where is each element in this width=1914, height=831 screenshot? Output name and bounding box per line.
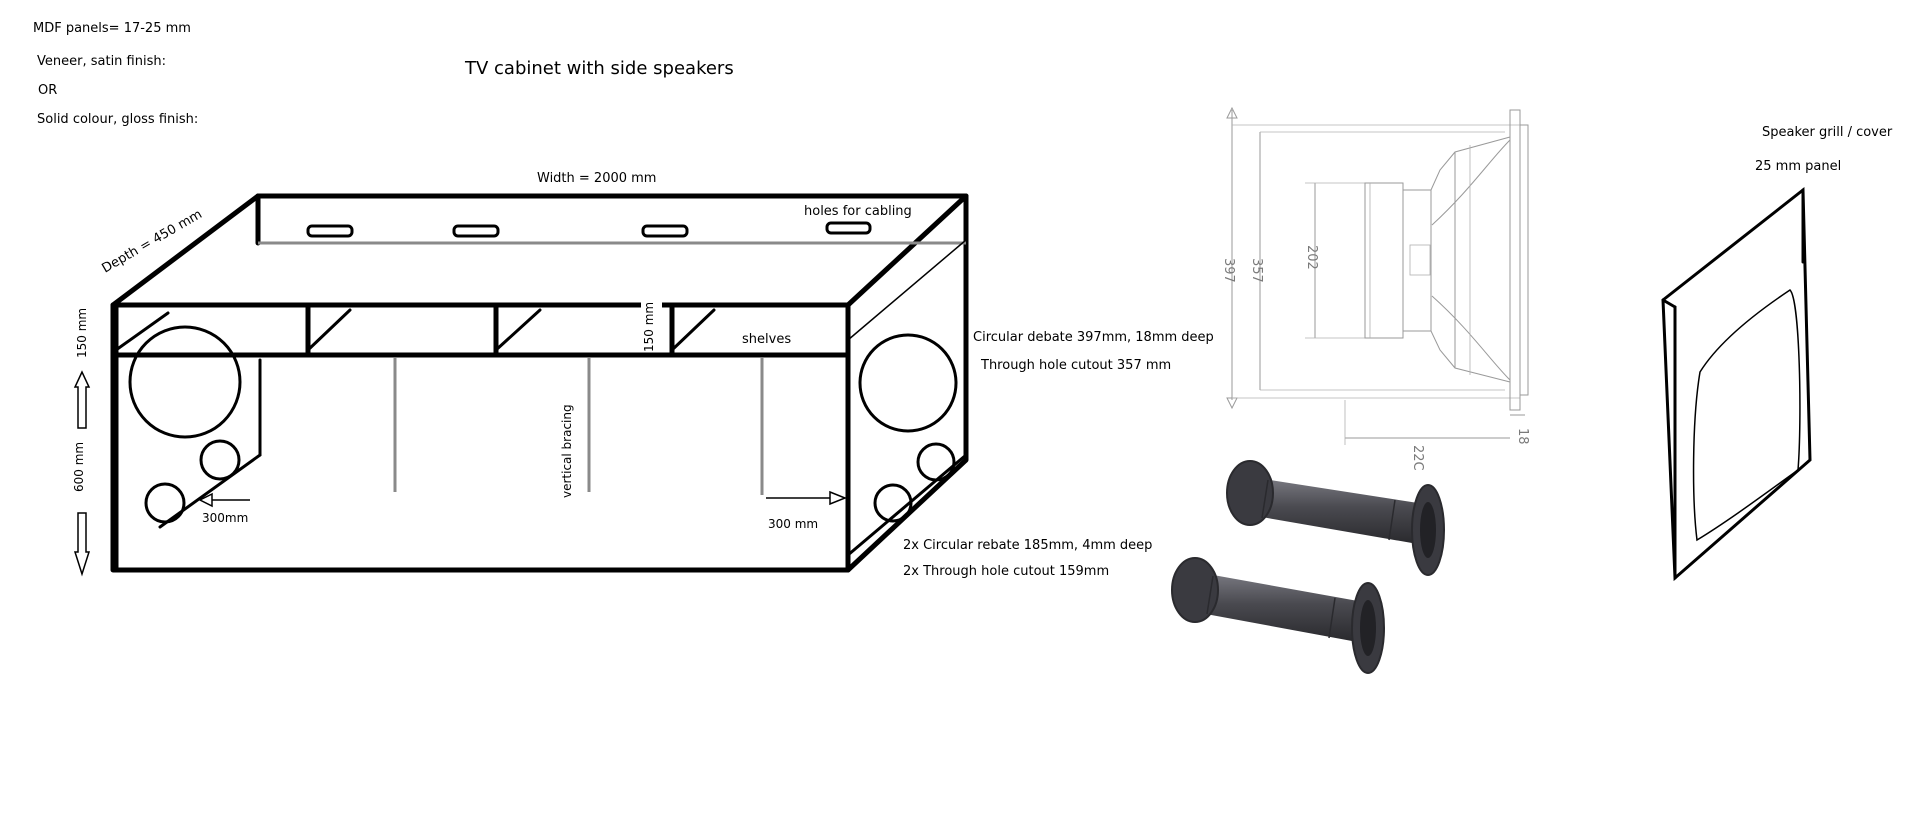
dim-220: 22C — [1410, 445, 1425, 471]
grill-panel — [1661, 186, 1812, 582]
dim-18: 18 — [1515, 428, 1530, 445]
note-veneer: Veneer, satin finish: — [37, 54, 166, 69]
speaker-cutout-small — [199, 439, 241, 481]
speaker-cutout-large — [128, 325, 242, 439]
grill-panel-label: 25 mm panel — [1755, 159, 1841, 174]
grill-opening — [1692, 289, 1801, 542]
note-solid: Solid colour, gloss finish: — [37, 112, 198, 127]
arrow-head — [198, 492, 213, 508]
holes-label: holes for cabling — [804, 204, 912, 219]
shelf-height-label-mid: 150 mm — [642, 302, 656, 352]
shelf-diagonal — [670, 308, 716, 352]
shelf-diagonal — [494, 308, 542, 352]
cable-hole — [825, 221, 872, 235]
driver-flange — [1509, 109, 1521, 411]
driver-rim — [1519, 124, 1529, 396]
cabinet-drawing: Width = 2000 mm holes for cabling Depth … — [72, 171, 969, 577]
bass-ports — [1171, 460, 1445, 674]
top-right-edge — [845, 193, 969, 308]
shelf-diagonal — [306, 308, 352, 352]
speaker-cutout-small — [873, 483, 913, 523]
driver-magnet — [1364, 182, 1404, 339]
material-notes: MDF panels= 17-25 mm Veneer, satin finis… — [33, 21, 198, 127]
speaker-grill: Speaker grill / cover 25 mm panel — [1661, 125, 1893, 582]
speaker-notes: Circular debate 397mm, 18mm deep Through… — [903, 330, 1214, 579]
driver-terminal — [1409, 244, 1431, 276]
page-title: TV cabinet with side speakers — [464, 58, 734, 79]
dim-357: 357 — [1249, 258, 1264, 283]
up-arrow-icon — [73, 370, 91, 429]
note-mdf: MDF panels= 17-25 mm — [33, 21, 191, 36]
bracing-label: vertical bracing — [560, 404, 574, 498]
driver-drawing: 397 357 202 22C 18 — [1221, 106, 1530, 471]
rebate-large-note: Circular debate 397mm, 18mm deep — [973, 330, 1214, 345]
shelves-label: shelves — [742, 332, 791, 347]
width-label: Width = 2000 mm — [537, 171, 656, 186]
driver-basket-bottom — [1430, 330, 1511, 383]
cutout-large-note: Through hole cutout 357 mm — [980, 358, 1171, 373]
right-side-bottom — [846, 453, 968, 557]
driver-cone — [1431, 139, 1511, 226]
shelf-height-label: 150 mm — [75, 308, 89, 358]
cable-hole — [306, 224, 354, 238]
offset-left-label: 300mm — [202, 511, 248, 525]
driver-cone — [1431, 295, 1511, 381]
grill-edge — [1661, 298, 1677, 309]
grill-title: Speaker grill / cover — [1762, 125, 1893, 140]
cable-hole — [452, 224, 500, 238]
speaker-cutout-large — [858, 333, 958, 433]
shelf-diagonal — [114, 311, 170, 352]
rebate-small-note: 2x Circular rebate 185mm, 4mm deep — [903, 538, 1152, 553]
cable-hole — [641, 224, 689, 238]
dim-397: 397 — [1221, 258, 1236, 283]
height-label: 600 mm — [72, 442, 86, 492]
speaker-cutout-small — [144, 482, 186, 524]
driver-plate — [1402, 189, 1432, 332]
dim-arrow-icon — [1226, 106, 1238, 119]
inner-left-diagonal — [158, 453, 262, 529]
port-tube — [1171, 557, 1385, 674]
note-or: OR — [38, 83, 57, 98]
down-arrow-icon — [73, 512, 91, 577]
depth-label: Depth = 450 mm — [100, 207, 205, 277]
speaker-cutout-small — [916, 442, 956, 482]
cutout-small-note: 2x Through hole cutout 159mm — [903, 564, 1109, 579]
offset-right-label: 300 mm — [768, 517, 818, 531]
driver-basket-top — [1430, 136, 1511, 191]
dim-202: 202 — [1304, 245, 1319, 270]
port-tube — [1226, 460, 1445, 576]
arrow-head — [829, 490, 848, 506]
right-side-line — [847, 239, 967, 341]
